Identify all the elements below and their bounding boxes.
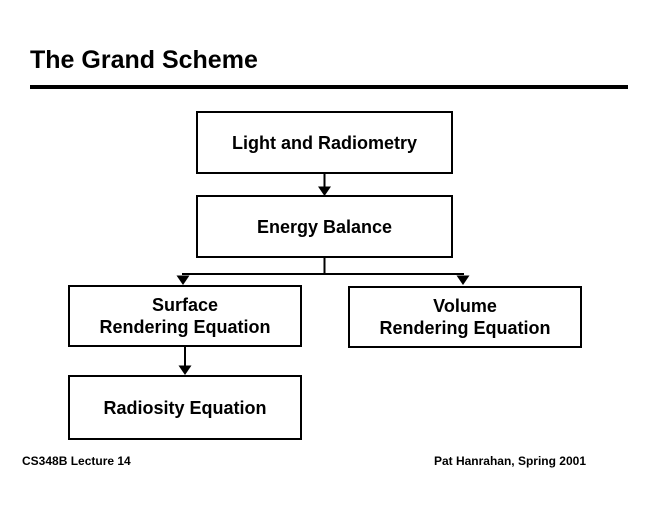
footer-credit-label: Pat Hanrahan, Spring 2001 xyxy=(433,454,586,468)
node-label-line1: Surface xyxy=(151,295,219,315)
arrowhead-to-radiosity xyxy=(178,365,192,375)
edge-light-to-energy xyxy=(318,173,331,196)
node-radiosity-equation: Radiosity Equation xyxy=(68,375,302,440)
node-surface-rendering-equation: Surface Rendering Equation xyxy=(68,285,302,347)
node-volume-rendering-equation: Volume Rendering Equation xyxy=(348,286,582,348)
node-label-line2: Rendering Equation xyxy=(99,317,271,337)
slide-title: The Grand Scheme xyxy=(30,46,258,74)
node-label: Light and Radiometry xyxy=(231,132,417,153)
edge-surface-to-radiosity xyxy=(178,346,192,375)
edge-energy-split xyxy=(176,257,470,285)
footer-course-label: CS348B Lecture 14 xyxy=(22,454,131,468)
node-label: Energy Balance xyxy=(256,216,393,237)
node-energy-balance: Energy Balance xyxy=(196,195,453,258)
node-light-and-radiometry: Light and Radiometry xyxy=(196,111,453,174)
arrowhead-to-surface xyxy=(176,275,190,285)
node-label-line1: Volume xyxy=(433,296,497,316)
node-label: Radiosity Equation xyxy=(103,397,267,418)
arrowhead-to-energy xyxy=(318,186,331,196)
node-label-line2: Rendering Equation xyxy=(379,318,551,338)
arrowhead-to-volume xyxy=(456,275,470,285)
title-underline-rule xyxy=(30,85,628,89)
